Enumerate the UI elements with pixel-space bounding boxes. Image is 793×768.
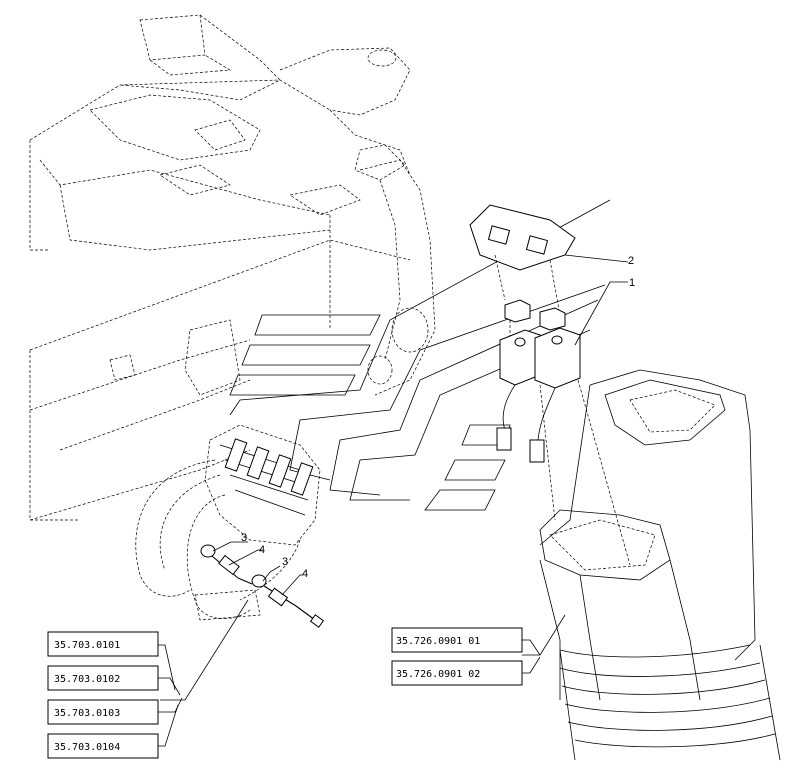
callout-4-lower: 4 [302,568,308,580]
callout-4-upper: 4 [259,544,265,556]
callout-1: 1 [629,277,635,289]
reference-boxes-left: 35.703.0101 35.703.0102 35.703.0103 35.7… [47,631,159,759]
callout-3-upper: 3 [241,532,247,544]
ref-box-label: 35.703.0102 [54,674,120,685]
leader-lines [158,254,629,747]
callout-3-lower: 3 [282,556,288,568]
ref-box-label: 35.703.0101 [54,640,120,651]
ref-box[interactable]: 35.703.0104 [47,733,159,759]
ref-box[interactable]: 35.703.0101 [47,631,159,657]
ref-box-label: 35.703.0104 [54,742,120,753]
callout-numbers: 2 1 3 4 3 4 [241,255,635,580]
hydraulic-valve-bank [135,424,321,621]
ref-box[interactable]: 35.726.0901 01 [391,627,523,653]
ref-box-label: 35.703.0103 [54,708,120,719]
ref-box[interactable]: 35.703.0102 [47,665,159,691]
ref-box-label: 35.726.0901 01 [396,636,480,647]
ref-box[interactable]: 35.726.0901 02 [391,660,523,686]
ref-box[interactable]: 35.703.0103 [47,699,159,725]
reference-strips [229,199,611,511]
switch-panel-assembly [469,204,631,566]
machine-frame [29,14,436,521]
reference-boxes-right: 35.726.0901 01 35.726.0901 02 [391,627,523,686]
ref-box-label: 35.726.0901 02 [396,669,480,680]
callout-2: 2 [628,255,634,267]
console-column [539,369,781,761]
sensor-harness [200,544,325,628]
